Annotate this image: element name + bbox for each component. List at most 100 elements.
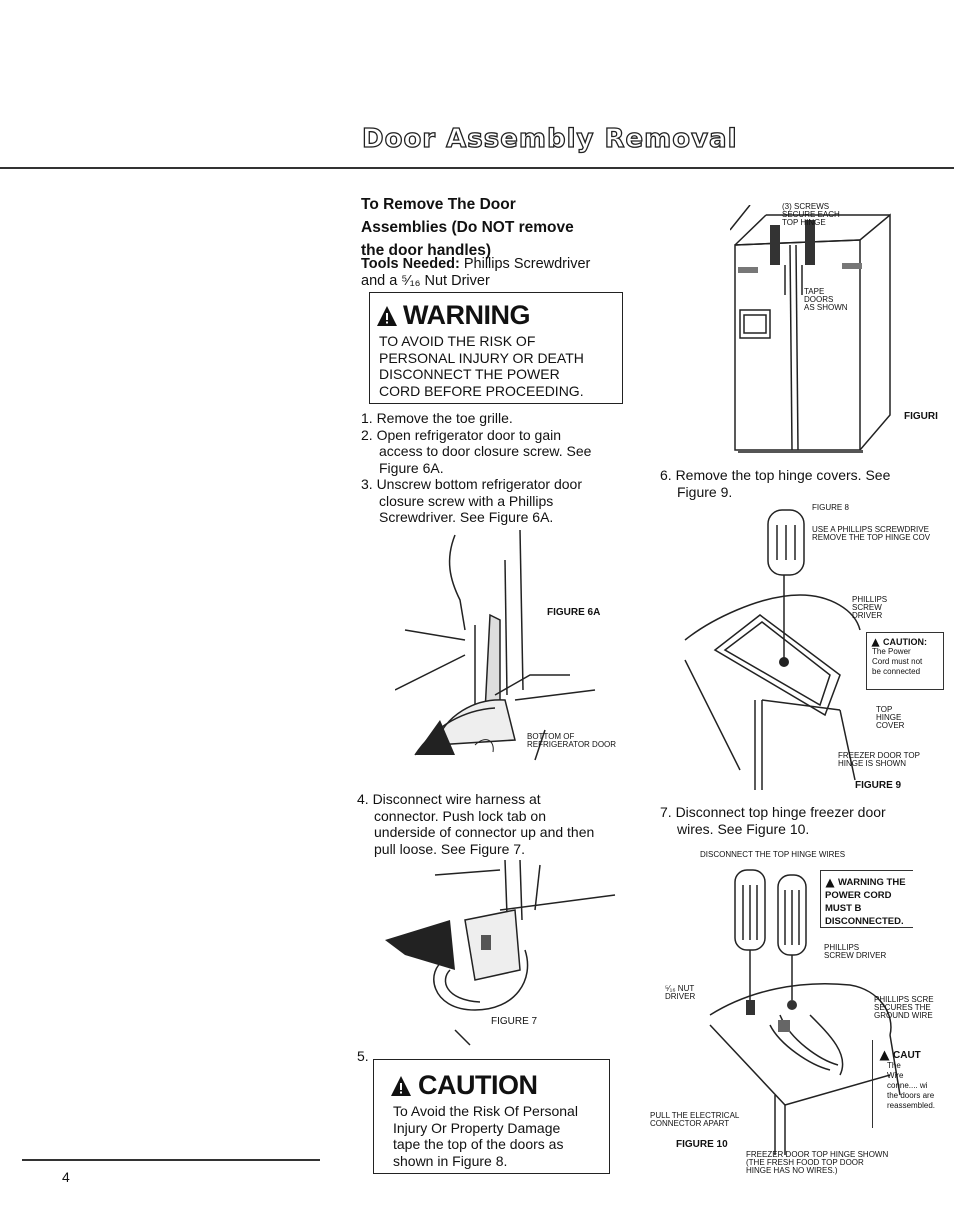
figure-9-freezer-callout: FREEZER DOOR TOP HINGE IS SHOWN [838, 752, 920, 768]
warning-line: CORD BEFORE PROCEEDING. [379, 382, 584, 399]
tools-text: and a ⁵⁄₁₆ Nut Driver [361, 273, 490, 289]
figure-9-label: FIGURE 9 [855, 780, 902, 791]
callout-line: PHILLIPS SCRE [874, 995, 934, 1004]
callout-line: CONNECTOR APART [650, 1119, 730, 1128]
callout-line: PHILLIPS [824, 943, 860, 952]
callout-line: BOTTOM OF [527, 732, 575, 741]
step-4: 4. Disconnect wire harness at connector.… [357, 791, 627, 857]
step-text: underside of connector up and then [374, 824, 595, 840]
footer-rule [22, 1159, 320, 1161]
figure-8-tape-callout: TAPE DOORS AS SHOWN [804, 288, 848, 312]
figure-10-nut-driver-callout: ⁵⁄₁₆ NUT DRIVER [665, 985, 695, 1001]
caution-line: Wire [887, 1071, 904, 1080]
section-heading-line: the door handles) [361, 242, 492, 259]
figure-9-caution-body: The Power Cord must not be connected [872, 647, 943, 677]
warning-line: DISCONNECT THE POWER [379, 366, 560, 382]
figure-10-ground-screw-callout: PHILLIPS SCRE SECURES THE GROUND WIRE [874, 996, 934, 1020]
figure-9-small-label: FIGURE 8 [812, 503, 849, 512]
warning-line: TO AVOID THE RISK OF [379, 333, 536, 349]
figure-6a-illustration [395, 530, 596, 761]
callout-line: FREEZER DOOR TOP HINGE SHOWN [746, 1150, 889, 1159]
caution-line: Cord must not [872, 657, 923, 666]
steps-1-3: 1. Remove the toe grille. 2. Open refrig… [361, 410, 621, 526]
figure-10-caution-body: The Wire conne.... wi the doors are reas… [887, 1061, 943, 1111]
figure-9-phillips-callout: PHILLIPS SCREW DRIVER [852, 596, 887, 620]
step-text: wires. See Figure 10. [677, 820, 810, 837]
caution-line: To Avoid the Risk Of Personal [393, 1103, 578, 1119]
caution-triangle-icon [871, 637, 880, 647]
caution-line: shown in Figure 8. [393, 1152, 508, 1169]
figure-9-illustration [684, 509, 861, 790]
caution-title: CAUTION [390, 1070, 609, 1101]
figure-9-caution-box: CAUTION: The Power Cord must not be conn… [866, 632, 944, 690]
step-6: 6. Remove the top hinge covers. See Figu… [660, 467, 920, 500]
caution-title-text: CAUTION [418, 1070, 538, 1100]
tools-text: Phillips Screwdriver [459, 256, 591, 272]
tools-label: Tools Needed: [361, 256, 460, 272]
callout-line: (THE FRESH FOOD TOP DOOR [746, 1158, 864, 1167]
callout-line: GROUND WIRE [874, 1011, 933, 1020]
step-text: 2. Open refrigerator door to gain [361, 426, 562, 443]
caution-triangle-icon [391, 1075, 411, 1096]
caution-body: To Avoid the Risk Of Personal Injury Or … [393, 1103, 609, 1169]
figure-10-illustration [709, 869, 901, 1155]
figure-10-label: FIGURE 10 [676, 1139, 728, 1150]
page-title: Door Assembly Removal [361, 123, 738, 154]
figure-10-freezer-callout: FREEZER DOOR TOP HINGE SHOWN (THE FRESH … [746, 1151, 888, 1175]
step-text: 6. Remove the top hinge covers. See [660, 467, 891, 483]
callout-line: DRIVER [852, 611, 883, 620]
step-text: 3. Unscrew bottom refrigerator door [361, 476, 582, 492]
figure-6a-callout: BOTTOM OF REFRIGERATOR DOOR [527, 733, 616, 749]
figure-9-note: USE A PHILLIPS SCREWDRIVE REMOVE THE TOP… [812, 526, 930, 542]
callout-line: DRIVER [665, 992, 696, 1001]
caution-title-text: CAUTION: [883, 637, 927, 647]
caution-line: The Power [872, 647, 911, 656]
figure-9-caution-title: CAUTION: [871, 637, 943, 647]
callout-line: SCREW [852, 603, 882, 612]
callout-line: HINGE HAS NO WIRES.) [746, 1166, 838, 1175]
section-heading-line: To Remove The Door [361, 196, 516, 213]
page-number: 4 [62, 1169, 70, 1185]
warning-line: POWER CORD MUST B [825, 890, 892, 914]
warning-line: WARNING THE [838, 877, 906, 888]
figure-9-top-hinge-callout: TOP HINGE COVER [876, 706, 904, 730]
figure-10-pull-callout: PULL THE ELECTRICAL CONNECTOR APART [650, 1112, 739, 1128]
warning-triangle-icon [825, 877, 835, 888]
figure-10-phillips-callout: PHILLIPS SCREW DRIVER [824, 944, 886, 960]
figure-10-caution-box: CAUT The Wire conne.... wi the doors are… [872, 1040, 943, 1128]
header-rule [0, 167, 954, 169]
step-text: closure screw with a Phillips [379, 492, 554, 509]
warning-title: WARNING [376, 300, 622, 331]
callout-line: FREEZER DOOR TOP [838, 751, 920, 760]
callout-line: SECURES THE [874, 1003, 931, 1012]
section-heading: To Remove The Door Assemblies (Do NOT re… [361, 193, 631, 262]
step-text: Screwdriver. See Figure 6A. [379, 509, 554, 525]
note-line: USE A PHILLIPS SCREWDRIVE [812, 525, 929, 534]
callout-line: AS SHOWN [804, 303, 848, 312]
caution-line: The [887, 1061, 901, 1070]
step-text: pull loose. See Figure 7. [374, 840, 525, 857]
step-text: Figure 6A. [379, 459, 444, 476]
step-text: connector. Push lock tab on [374, 807, 546, 824]
caution-line: the doors are [887, 1091, 935, 1100]
figure-10-heading: DISCONNECT THE TOP HINGE WIRES [700, 850, 846, 859]
caution-line: be connected [872, 667, 921, 676]
figure-6a-label: FIGURE 6A [547, 607, 601, 618]
caution-line: conne.... wi [887, 1081, 928, 1090]
figure-7-illustration [385, 860, 616, 1046]
step-text: 7. Disconnect top hinge freezer door [660, 804, 886, 820]
step-5: 5. [357, 1048, 369, 1064]
warning-line: PERSONAL INJURY OR DEATH [379, 349, 584, 366]
figure-8-screws-callout: (3) SCREWS SECURE EACH TOP HINGE [782, 203, 840, 227]
callout-line: REFRIGERATOR DOOR [527, 740, 617, 749]
step-7: 7. Disconnect top hinge freezer door wir… [660, 804, 920, 837]
step-text: 4. Disconnect wire harness at [357, 791, 541, 807]
warning-box: WARNING TO AVOID THE RISK OF PERSONAL IN… [369, 292, 623, 404]
step-text: access to door closure screw. See [379, 443, 592, 459]
caution-line: tape the top of the doors as [393, 1136, 564, 1152]
caution-triangle-icon [879, 1050, 890, 1061]
callout-line: SCREW DRIVER [824, 951, 887, 960]
figure-8-label: FIGURI [904, 411, 938, 422]
warning-triangle-icon [377, 305, 397, 326]
warning-title-text: WARNING [403, 300, 531, 330]
